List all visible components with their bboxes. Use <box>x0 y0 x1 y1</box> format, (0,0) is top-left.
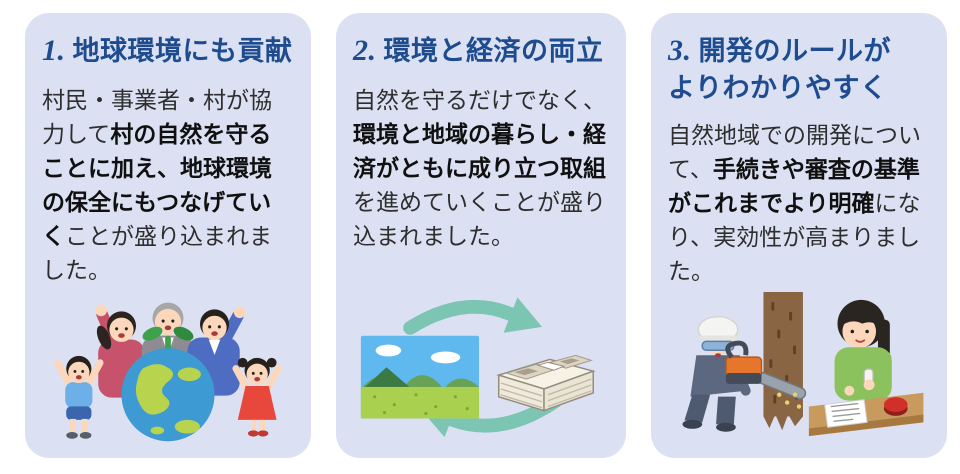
card-1-body-bold: 村の自然を守ることに加え、地球環境の保全にもつなげていく <box>42 120 272 249</box>
lumberjack-and-approval-icon <box>682 292 924 437</box>
card-2-title-text: 環境と経済の両立 <box>383 36 604 66</box>
application-paper-icon <box>824 399 868 428</box>
card-2-title: 2.環境と経済の両立 <box>353 31 609 71</box>
card-3-title: 3.開発のルールがよりわかりやすく <box>668 31 930 106</box>
development-rules-illustration <box>668 290 930 448</box>
money-icon <box>496 354 596 412</box>
sprout-icon <box>142 326 194 351</box>
card-1-number: 1. <box>42 34 66 67</box>
lumberjack-icon <box>682 315 807 432</box>
card-3-body: 自然地域での開発について、手続きや審査の基準がこれまでより明確になり、実効性が高… <box>668 118 922 288</box>
girl-figure <box>232 357 282 437</box>
boy-figure <box>54 355 104 439</box>
card-2-body: 自然を守るだけでなく、環境と地域の暮らし・経済がともに成り立つ取組を進めていくこ… <box>353 83 607 253</box>
card-2-body-post: を進めていくことが盛り込まれました。 <box>353 188 606 249</box>
card-3-body-pre: 自然地域での開発について、 <box>668 122 921 183</box>
card-2-body-pre: 自然を守るだけでなく、 <box>353 86 606 113</box>
globe-icon <box>121 348 215 442</box>
desk-icon <box>808 392 924 437</box>
card-3-title-line2: よりわかりやすく <box>668 72 888 103</box>
card-1-body-post: ことが盛り込まれました。 <box>42 222 272 283</box>
tree-icon <box>763 292 803 431</box>
nature-economy-cycle-illustration <box>353 255 609 448</box>
people-around-globe-illustration <box>42 289 294 448</box>
stamping-person-icon <box>808 299 924 437</box>
chainsaw-icon <box>725 340 807 409</box>
card-2-number: 2. <box>353 34 377 67</box>
card-3-body-bold: 手続きや審査の基準がこれまでより明確 <box>668 156 920 217</box>
card-1-title: 1.地球環境にも貢献 <box>42 31 294 71</box>
card-3-title-text: 開発のルールが <box>698 36 891 66</box>
nature-economy-cycle-icon <box>360 297 596 438</box>
card-environment-economy: 2.環境と経済の両立 自然を守るだけでなく、環境と地域の暮らし・経済がともに成り… <box>336 13 626 458</box>
card-1-body-pre: 村民・事業者・村が協力して <box>42 86 272 147</box>
card-1-body: 村民・事業者・村が協力して村の自然を守ることに加え、地球環境の保全にもつなげてい… <box>42 83 294 287</box>
card-global-environment: 1.地球環境にも貢献 村民・事業者・村が協力して村の自然を守ることに加え、地球環… <box>25 13 311 458</box>
stamp-pad-icon <box>883 397 908 416</box>
people-around-globe-icon <box>54 302 282 442</box>
card-1-title-text: 地球環境にも貢献 <box>72 36 293 66</box>
cycle-arrow-top-icon <box>403 297 543 335</box>
card-2-body-bold: 環境と地域の暮らし・経済がともに成り立つ取組 <box>353 120 606 181</box>
card-3-body-post: になり、実効性が高まりました。 <box>668 190 921 285</box>
landscape-icon <box>360 335 480 419</box>
card-development-rules: 3.開発のルールがよりわかりやすく 自然地域での開発について、手続きや審査の基準… <box>651 13 947 458</box>
card-3-number: 3. <box>668 34 692 67</box>
infographic-panels: 1.地球環境にも貢献 村民・事業者・村が協力して村の自然を守ることに加え、地球環… <box>25 13 947 458</box>
woman-figure <box>95 304 145 398</box>
